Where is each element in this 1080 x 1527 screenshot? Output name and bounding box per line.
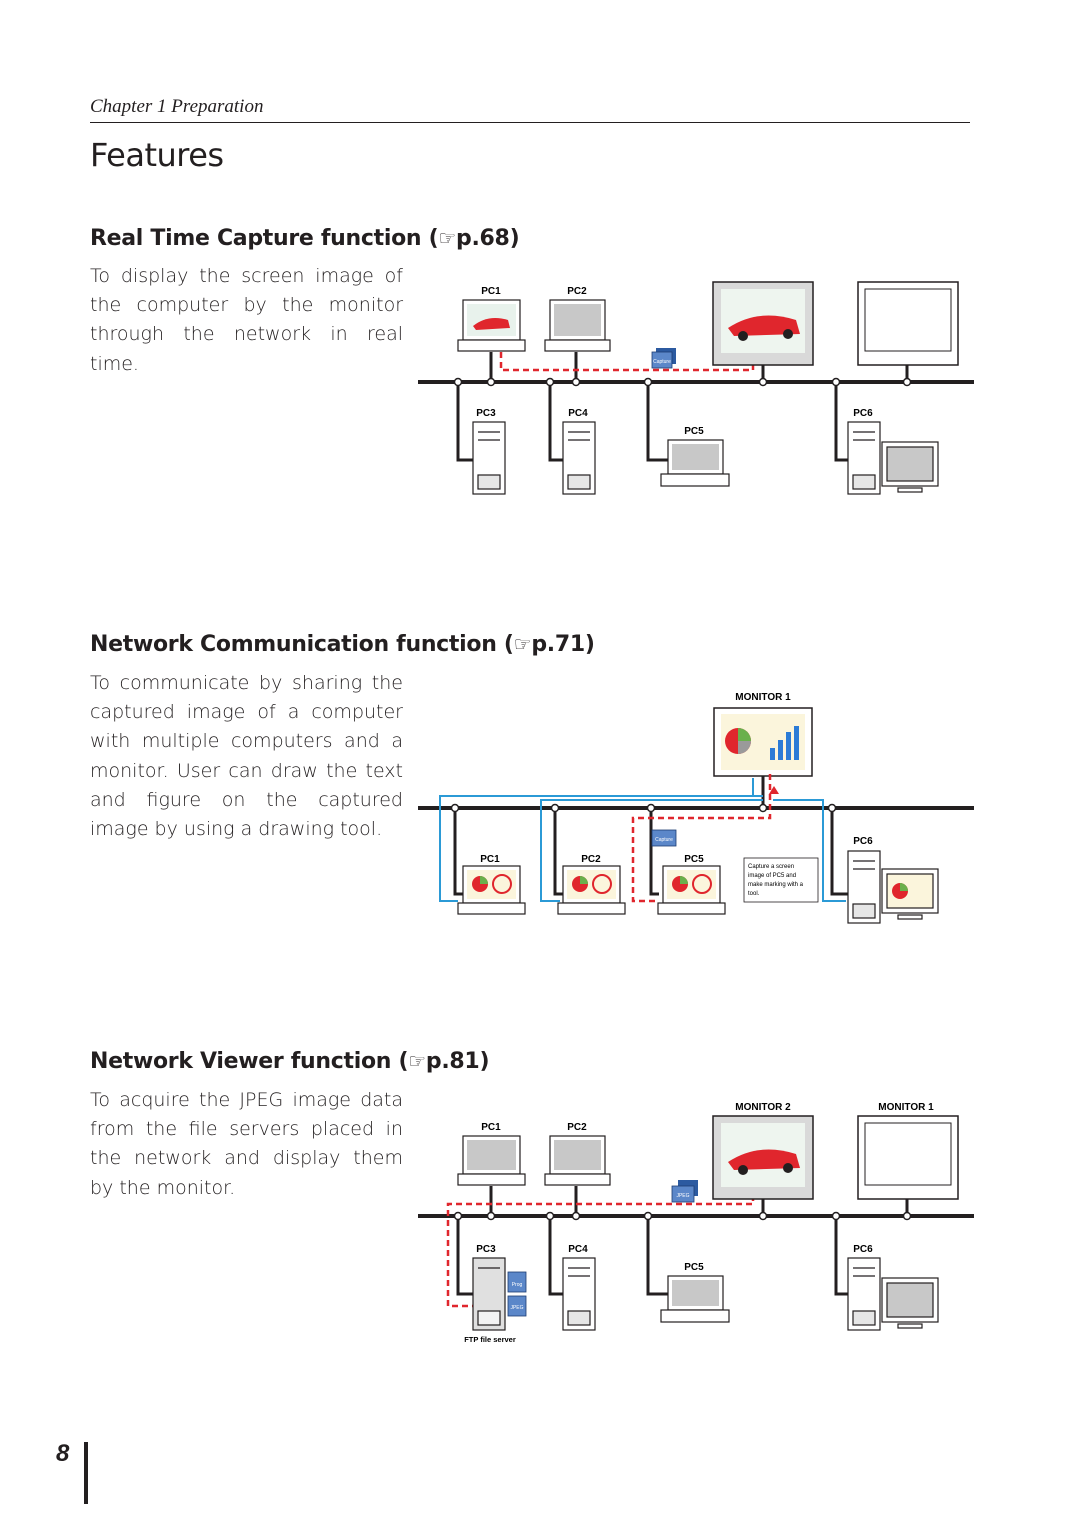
file-label: JPEG	[510, 1305, 523, 1311]
capture-packet-icon: Capture	[651, 829, 677, 847]
pc5-label: PC5	[684, 426, 704, 437]
pc2-label: PC2	[581, 854, 601, 865]
pointing-hand-icon: ☞	[408, 1049, 426, 1073]
ftp-server-icon	[472, 1257, 506, 1331]
pc3-label: PC3	[476, 1244, 496, 1255]
pc4-label: PC4	[568, 1244, 588, 1255]
section-heading-text: Network Communication function (	[90, 632, 514, 657]
network-viewer-diagram: MONITOR 2 MONITOR 1 JPEG PC1 PC2	[418, 1102, 974, 1344]
section-description: To acquire the JPEG image data from the …	[90, 1089, 403, 1199]
pc6-label: PC6	[853, 1244, 873, 1255]
capture-packet-icon: Capture	[651, 348, 676, 369]
capture-path	[631, 774, 772, 903]
monitor-1-icon	[857, 1115, 959, 1200]
section-heading-network-communication: Network Communication function (☞p.71)	[90, 632, 595, 657]
pc2-laptop-icon	[544, 299, 611, 352]
note-line: image of PC5 and	[748, 873, 796, 879]
pc1-label: PC1	[481, 286, 501, 297]
monitor-icon	[712, 281, 814, 366]
jpeg-packet-icon: JPEG	[671, 1180, 698, 1203]
monitor-icon	[713, 707, 813, 777]
note-line: make marking with a	[748, 882, 804, 888]
pc6-label: PC6	[853, 836, 873, 847]
pc3-tower-icon	[472, 421, 506, 495]
ftp-server-label: FTP file server	[464, 1335, 516, 1344]
file-label: Prog	[512, 1282, 523, 1288]
section-heading-text: Network Viewer function (	[90, 1049, 409, 1074]
pc4-label: PC4	[568, 408, 588, 419]
pc4-tower-icon	[562, 1257, 596, 1331]
page-ref: p.68)	[456, 226, 520, 251]
page-number-bar	[84, 1442, 88, 1504]
packet-label: JPEG	[676, 1193, 689, 1199]
pc1-laptop-icon	[457, 299, 526, 352]
pc2-label: PC2	[567, 1122, 587, 1133]
pc1-laptop-icon: PC1	[457, 854, 526, 915]
pc5-laptop-icon	[660, 1275, 730, 1323]
section-description: To display the screen image of the compu…	[90, 265, 403, 375]
pc6-tower-icon	[847, 850, 939, 924]
packet-label: Capture	[653, 359, 671, 365]
network-communication-diagram: MONITOR 1 Capture PC1	[418, 692, 974, 924]
monitor1-label: MONITOR 1	[878, 1102, 934, 1113]
pc6-label: PC6	[853, 408, 873, 419]
real-time-capture-diagram: Capture PC1 PC2 PC3 PC4 PC5	[418, 281, 974, 495]
page-ref: p.81)	[425, 1049, 490, 1074]
page-ref: p.71)	[531, 632, 595, 657]
capture-path	[499, 352, 755, 372]
display-monitor-icon	[857, 281, 959, 366]
pc6-tower-icon	[847, 1257, 939, 1331]
pc3-label: PC3	[476, 408, 496, 419]
pc4-tower-icon	[562, 421, 596, 495]
header-rule	[90, 122, 970, 123]
section-heading-network-viewer: Network Viewer function (☞p.81)	[90, 1049, 490, 1074]
pc5-label: PC5	[684, 1262, 704, 1273]
pointing-hand-icon: ☞	[438, 226, 457, 250]
pc1-label: PC1	[481, 1122, 501, 1133]
monitor2-label: MONITOR 2	[735, 1102, 791, 1113]
monitor1-label: MONITOR 1	[735, 692, 791, 703]
pc6-tower-icon	[847, 421, 939, 495]
packet-label: Capture	[655, 837, 673, 843]
note-line: Capture a screen	[748, 864, 794, 870]
page-title: Features	[90, 136, 224, 174]
pc2-laptop-icon: PC2	[557, 854, 626, 915]
pc2-label: PC2	[567, 286, 587, 297]
share-paths	[439, 778, 846, 902]
pc5-laptop-icon	[660, 439, 730, 487]
section-heading-text: Real Time Capture function (	[90, 226, 439, 251]
section-heading-real-time-capture: Real Time Capture function (☞p.68)	[90, 226, 520, 251]
section-description: To communicate by sharing the captured i…	[90, 672, 403, 841]
note-callout: Capture a screen image of PC5 and make m…	[743, 857, 819, 903]
file-icons: Prog JPEG	[507, 1271, 527, 1317]
pc1-laptop-icon	[457, 1135, 526, 1186]
page-number: 8	[56, 1440, 70, 1467]
chapter-label: Chapter 1 Preparation	[90, 96, 264, 117]
pc5-laptop-icon: PC5	[657, 854, 726, 915]
monitor-2-icon	[712, 1115, 814, 1200]
pc1-label: PC1	[480, 854, 500, 865]
pc5-label: PC5	[684, 854, 704, 865]
note-line: tool.	[748, 891, 760, 897]
pc2-laptop-icon	[544, 1135, 611, 1186]
pointing-hand-icon: ☞	[513, 632, 532, 656]
